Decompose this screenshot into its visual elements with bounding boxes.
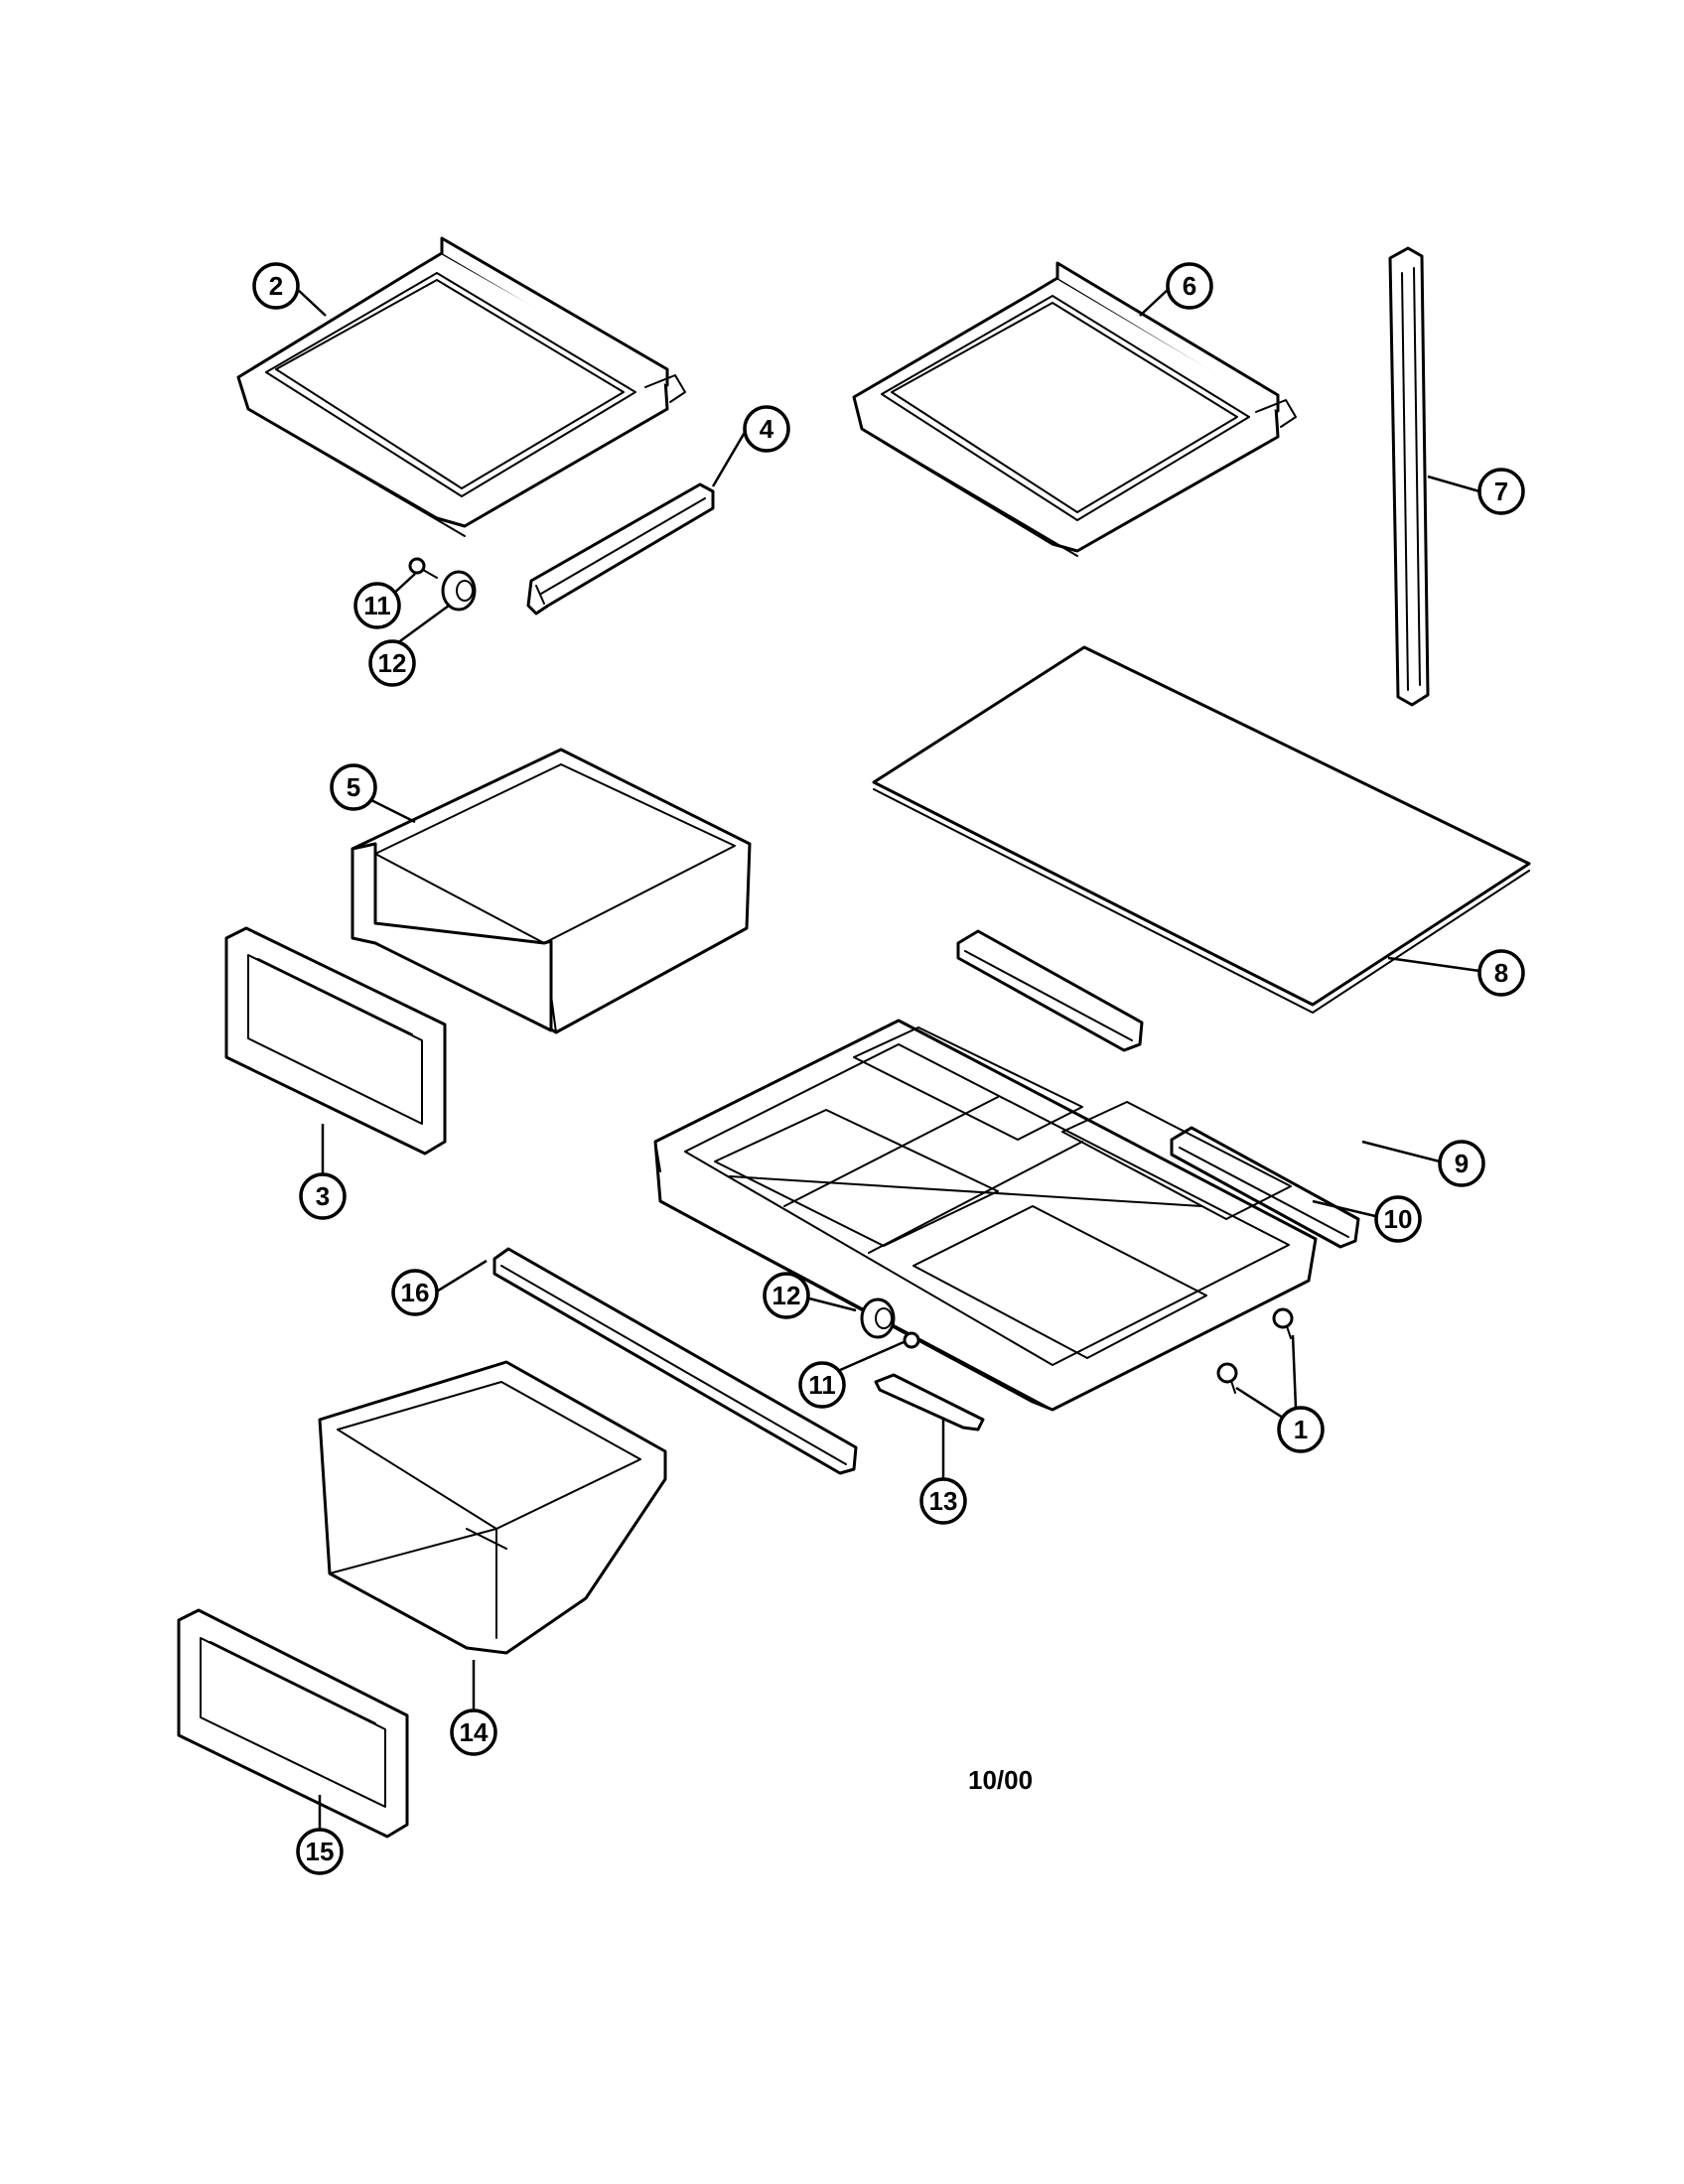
callout-10: 10 [1374,1195,1422,1243]
callout-16-label: 16 [401,1278,430,1307]
callout-3: 3 [299,1172,347,1220]
callout-5: 5 [330,763,377,811]
part-glass-panel-8 [872,645,1531,1014]
callout-11-lower-label: 11 [808,1370,836,1400]
callout-8: 8 [1477,949,1525,997]
callout-3-label: 3 [316,1181,330,1211]
callout-12-lower: 12 [763,1272,810,1319]
part-shelf-2 [236,236,686,537]
callout-6-label: 6 [1183,271,1196,301]
part-crisper-bin-14 [318,1360,667,1655]
callout-1: 1 [1277,1406,1325,1453]
part-drawer-front-15 [177,1608,409,1839]
part-pilaster-7 [1388,246,1430,707]
callout-13-label: 13 [929,1486,958,1516]
callout-1-label: 1 [1294,1415,1308,1444]
callout-4: 4 [743,405,790,453]
callout-11-upper: 11 [353,582,401,629]
part-long-rail-16 [492,1247,858,1475]
date-code: 10/00 [968,1765,1034,1795]
callout-8-label: 8 [1494,958,1508,988]
callout-11-upper-label: 11 [363,591,391,620]
part-drawer-front-3 [224,926,447,1156]
callout-12-lower-label: 12 [772,1281,801,1310]
part-side-rail-9 [956,929,1360,1249]
callout-14-label: 14 [460,1717,489,1747]
part-screw-11-lower [903,1331,920,1349]
callout-7-label: 7 [1494,477,1508,506]
part-wheel-12-lower [860,1297,896,1339]
part-crisper-drawer-5 [351,748,752,1034]
callout-6: 6 [1166,262,1213,310]
callout-10-label: 10 [1384,1204,1413,1234]
part-rail-4 [526,482,715,615]
part-screw-11-upper [408,557,438,579]
callout-4-label: 4 [760,414,774,444]
callout-14: 14 [450,1708,497,1756]
callout-12-upper-label: 12 [378,648,407,678]
callout-13: 13 [919,1477,967,1525]
part-screws-1 [1216,1307,1294,1394]
callout-15-label: 15 [306,1837,335,1866]
callout-9-label: 9 [1455,1149,1469,1178]
part-shelf-6 [852,261,1297,557]
leader-lines [295,287,1480,1829]
callout-16: 16 [391,1269,439,1316]
callout-5-label: 5 [347,772,360,802]
callout-2-label: 2 [269,271,283,301]
callout-7: 7 [1477,468,1525,515]
callout-2: 2 [252,262,300,310]
callout-12-upper: 12 [368,639,416,687]
callout-9: 9 [1438,1140,1485,1187]
part-clip-13 [874,1373,985,1432]
part-wheel-12-upper [441,570,477,612]
part-crisper-cover-10 [653,1019,1318,1412]
callout-11-lower: 11 [798,1361,846,1409]
callout-15: 15 [296,1828,344,1875]
